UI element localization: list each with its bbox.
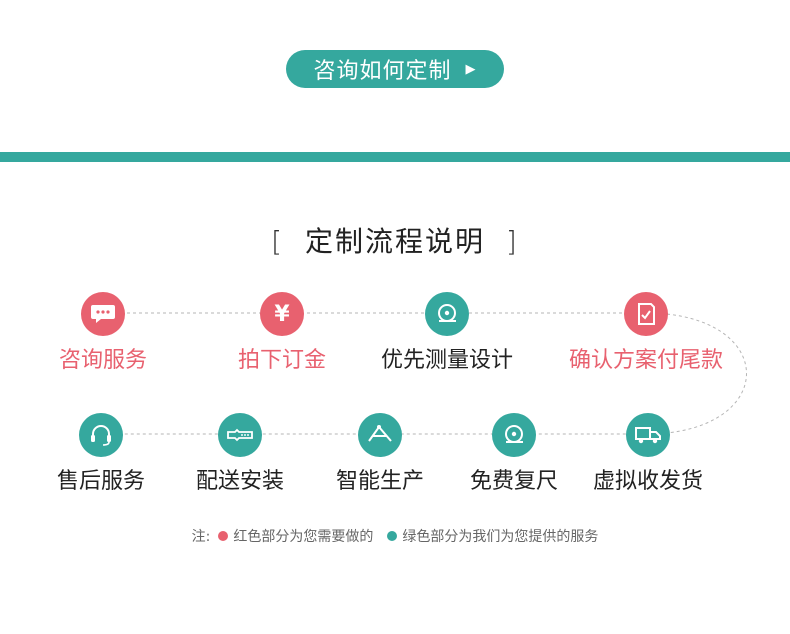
step-label: 免费复尺 — [469, 469, 558, 494]
section-divider — [0, 152, 790, 162]
note-prefix: 注: — [191, 529, 211, 545]
truck-icon — [635, 427, 661, 444]
step-delivery-install: 配送安装 — [150, 413, 330, 495]
headset-icon — [91, 425, 111, 446]
step-label: 售后服务 — [56, 469, 145, 494]
tape-measure-icon — [438, 304, 456, 322]
chat-bubble-icon — [91, 305, 115, 323]
step-consult-service: 咨询服务 — [13, 292, 193, 374]
step-confirm-pay: 确认方案付尾款 — [556, 292, 736, 374]
step-smart-production: 智能生产 — [290, 413, 470, 495]
tape-measure-icon — [505, 425, 523, 443]
step-free-remeasure: 免费复尺 — [424, 413, 604, 495]
yuan-icon: ¥ — [274, 301, 290, 327]
step-label: 智能生产 — [335, 469, 424, 494]
section-title: [ 定制流程说明 ] — [271, 225, 519, 258]
step-label: 拍下订金 — [237, 348, 326, 373]
step-after-sales: 售后服务 — [11, 413, 191, 495]
play-arrow-icon: ▶ — [465, 61, 477, 77]
green-dot-icon — [387, 531, 398, 541]
step-deposit: ¥ 拍下订金 — [192, 292, 372, 374]
step-label: 优先测量设计 — [380, 348, 513, 373]
consult-button-label: 咨询如何定制 — [313, 59, 452, 84]
step-label: 虚拟收发货 — [592, 469, 703, 494]
red-dot-icon — [218, 531, 229, 541]
step-measure-design: 优先测量设计 — [357, 292, 537, 374]
wrench-icon — [227, 428, 253, 442]
checklist-icon — [638, 303, 655, 325]
note-green-text: 绿色部分为我们为您提供的服务 — [402, 529, 599, 545]
note-red-text: 红色部分为您需要做的 — [233, 529, 374, 545]
compass-icon — [368, 425, 392, 442]
step-label: 配送安装 — [195, 469, 284, 494]
section-title-text: 定制流程说明 — [304, 225, 485, 258]
step-label: 确认方案付尾款 — [568, 348, 723, 373]
consult-button[interactable]: 咨询如何定制 ▶ — [286, 50, 504, 88]
step-label: 咨询服务 — [58, 348, 147, 373]
legend-note: 注: 红色部分为您需要做的 绿色部分为我们为您提供的服务 — [0, 526, 790, 546]
step-virtual-shipping: 虚拟收发货 — [558, 413, 738, 495]
